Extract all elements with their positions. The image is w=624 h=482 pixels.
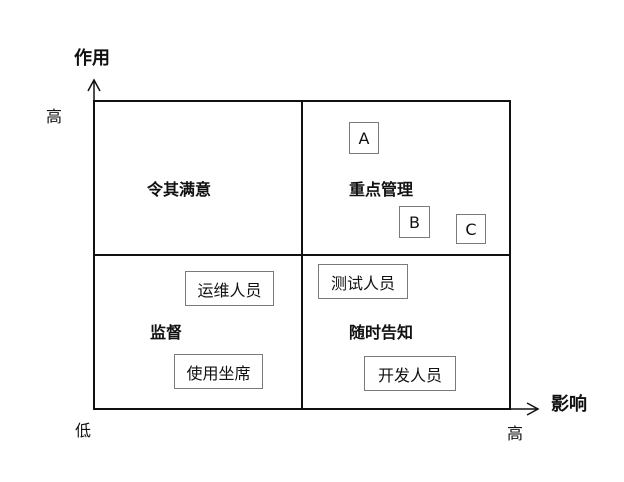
item-box-agent: 使用坐席 [174, 354, 263, 389]
x-axis-arrow [526, 402, 540, 416]
quadrant-top-left-title: 令其满意 [147, 180, 212, 199]
quadrant-top-right-title: 重点管理 [349, 180, 414, 199]
y-high-label: 高 [46, 107, 63, 126]
item-box-c: C [456, 214, 486, 244]
item-box-b: B [399, 206, 430, 238]
y-axis-arrow [87, 78, 101, 92]
item-box-dev: 开发人员 [364, 356, 456, 391]
item-box-a: A [349, 122, 379, 154]
item-box-tester: 测试人员 [318, 264, 408, 299]
origin-low-label: 低 [75, 421, 92, 440]
quadrant-bottom-left-title: 监督 [150, 323, 183, 342]
quadrant-bottom-right-title: 随时告知 [349, 323, 414, 342]
x-axis-title: 影响 [551, 394, 587, 415]
x-high-label: 高 [507, 424, 524, 443]
y-axis-title: 作用 [74, 48, 110, 69]
item-box-ops: 运维人员 [185, 271, 274, 306]
